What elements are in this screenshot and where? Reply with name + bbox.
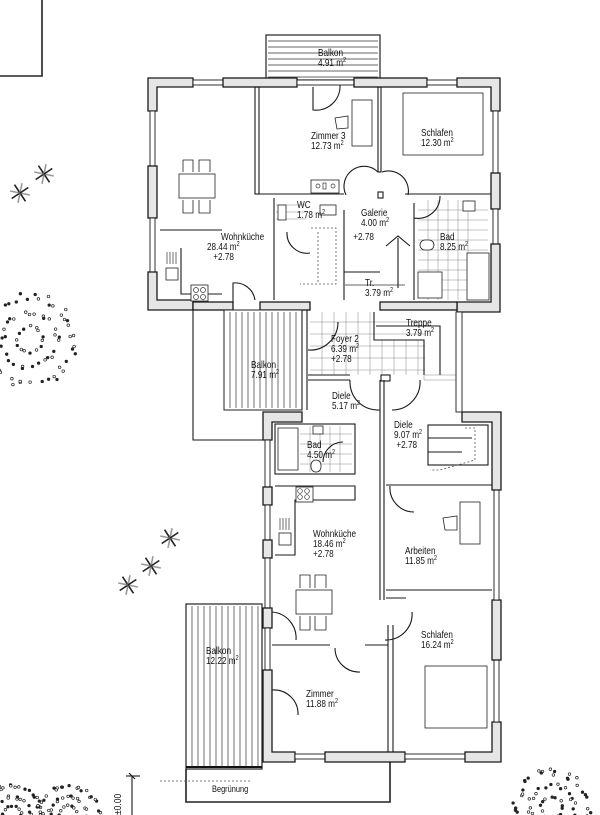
shrub-icon	[34, 164, 54, 184]
lower-unit-walls	[262, 411, 502, 763]
zimmer-door	[334, 647, 361, 673]
greenery-label: Begrünung	[212, 784, 249, 795]
tree-icon	[0, 783, 45, 815]
arbeiten-desk	[442, 501, 481, 545]
tree-icon	[35, 783, 103, 815]
galerie-door-left	[343, 165, 379, 196]
upper-unit-walls	[147, 77, 501, 313]
neighbor-building-outline	[0, 0, 43, 77]
elevation-marker	[126, 772, 140, 815]
foyer-area	[301, 310, 457, 411]
room-label-tr: Tr.3.79 m2	[365, 277, 394, 299]
tree-icon	[0, 292, 77, 387]
galerie-door-right	[381, 170, 409, 196]
balcony-top	[265, 34, 381, 81]
dining-table-top	[178, 159, 216, 214]
kitchen-top	[165, 248, 256, 302]
lower-interior-walls	[272, 380, 492, 752]
zimmer-side-door	[271, 689, 299, 716]
elevation-label: ±0.00	[113, 793, 124, 815]
sink-counter	[310, 179, 340, 194]
desk	[312, 84, 373, 147]
shrub-icon	[10, 183, 30, 203]
bathroom-top	[413, 195, 490, 301]
wc-room	[276, 204, 337, 285]
stair-window	[455, 311, 463, 413]
bed-bottom	[384, 611, 488, 729]
bed-top	[402, 92, 484, 156]
shrub-icon	[141, 556, 161, 576]
greenery-planter	[160, 762, 391, 803]
balcony-mid	[192, 309, 303, 441]
shrub-icon	[118, 575, 138, 595]
bathroom-mid	[274, 423, 356, 475]
balcony-bottom	[185, 603, 263, 770]
diele-stair	[389, 424, 489, 513]
shrubs	[10, 164, 180, 595]
trees	[0, 292, 593, 815]
kitchen-bottom	[275, 485, 356, 556]
dining-table-bottom	[271, 574, 333, 641]
tree-icon	[511, 767, 593, 815]
stair-arrow-icon	[344, 235, 411, 288]
upper-interior-walls	[160, 86, 491, 300]
shrub-icon	[160, 528, 180, 548]
